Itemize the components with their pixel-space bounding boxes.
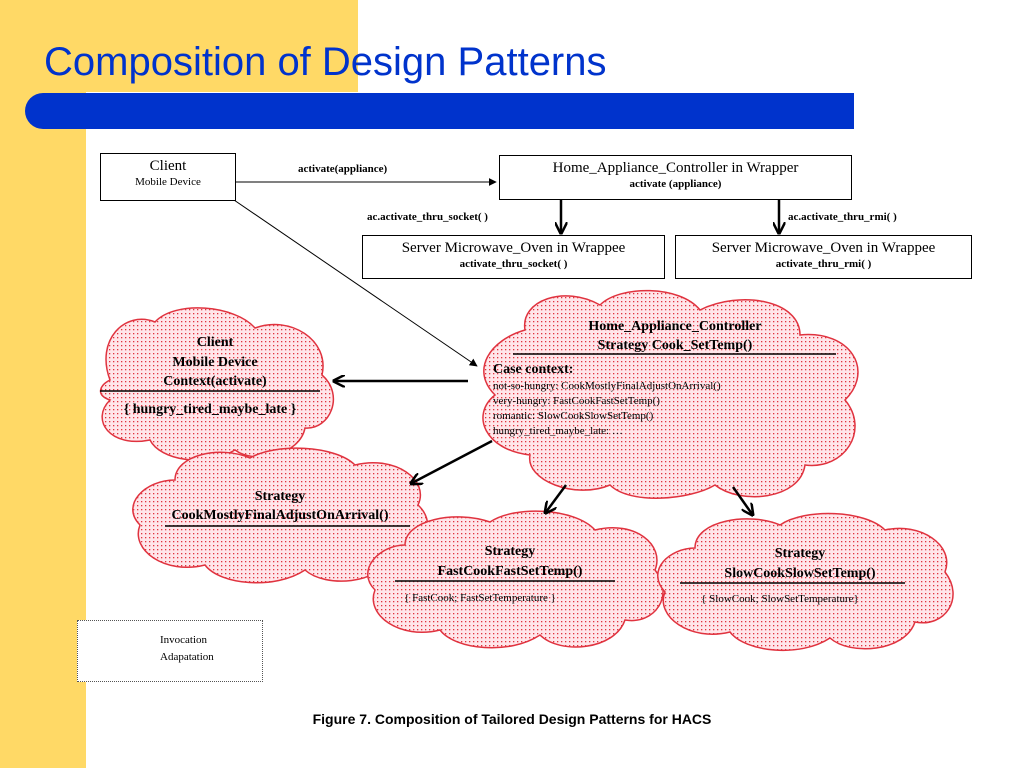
client-box-title: Client bbox=[149, 158, 187, 174]
socket-wrappee-box: Server Microwave_Oven in Wrappee activat… bbox=[362, 235, 665, 279]
mostly-strategy-line2: CookMostlyFinalAdjustOnArrival() bbox=[171, 508, 389, 523]
cloud-slow-strategy bbox=[657, 512, 954, 652]
slow-strategy-line2: SlowCookSlowSetTemp() bbox=[724, 566, 876, 581]
cloud-controller-strategy bbox=[482, 289, 859, 499]
top-accent-patch bbox=[0, 0, 358, 92]
client-context-line2: Mobile Device bbox=[172, 355, 258, 370]
slide-title: Composition of Design Patterns bbox=[44, 40, 607, 84]
fast-strategy-line1: Strategy bbox=[484, 544, 536, 559]
cloud-fast-strategy bbox=[367, 510, 664, 649]
legend-box bbox=[77, 620, 263, 682]
controller-box-title: Home_Appliance_Controller in Wrapper bbox=[552, 160, 799, 176]
case-item: romantic: SlowCookSlowSetTemp() bbox=[493, 410, 654, 422]
socket-edge-label: ac.activate_thru_socket( ) bbox=[367, 211, 488, 223]
socket-box-title: Server Microwave_Oven in Wrappee bbox=[401, 240, 626, 256]
client-context-line1: Client bbox=[196, 335, 234, 350]
case-context-title: Case context: bbox=[493, 362, 574, 377]
figure-caption: Figure 7. Composition of Tailored Design… bbox=[312, 711, 712, 727]
rmi-wrappee-box: Server Microwave_Oven in Wrappee activat… bbox=[675, 235, 972, 279]
rmi-box-title: Server Microwave_Oven in Wrappee bbox=[711, 240, 936, 256]
cloud-client-context bbox=[99, 307, 334, 461]
client-context-states: { hungry_tired_maybe_late } bbox=[123, 402, 297, 417]
client-context-line3: Context(activate) bbox=[163, 374, 267, 389]
case-item: not-so-hungry: CookMostlyFinalAdjustOnAr… bbox=[493, 380, 721, 392]
controller-box-subtitle: activate (appliance) bbox=[629, 178, 722, 190]
to-fast-arrow bbox=[546, 484, 568, 512]
client-box-subtitle: Mobile Device bbox=[135, 176, 201, 188]
legend-invocation-label: Invocation bbox=[160, 634, 208, 646]
mostly-strategy-line1: Strategy bbox=[254, 489, 306, 504]
case-item: hungry_tired_maybe_late: … bbox=[493, 425, 623, 437]
legend-adaptation-label: Adapatation bbox=[160, 651, 214, 663]
rmi-edge-label: ac.activate_thru_rmi( ) bbox=[788, 211, 897, 223]
socket-box-subtitle: activate_thru_socket( ) bbox=[459, 258, 568, 270]
controller-strategy-line1: Home_Appliance_Controller bbox=[588, 319, 762, 334]
to-slow-arrow bbox=[731, 486, 752, 514]
client-box: Client Mobile Device bbox=[100, 153, 236, 201]
rmi-box-subtitle: activate_thru_rmi( ) bbox=[775, 258, 872, 270]
slow-strategy-detail: { SlowCook; SlowSetTemperature} bbox=[701, 593, 859, 605]
controller-box: Home_Appliance_Controller in Wrapper act… bbox=[499, 155, 852, 200]
case-item: very-hungry: FastCookFastSetTemp() bbox=[493, 395, 660, 407]
controller-strategy-line2: Strategy Cook_SetTemp() bbox=[597, 338, 753, 353]
slow-strategy-line1: Strategy bbox=[774, 546, 826, 561]
client-to-strategy-arrow bbox=[233, 199, 478, 367]
fast-strategy-detail: { FastCook; FastSetTemperature } bbox=[404, 592, 556, 604]
to-mostly-arrow bbox=[412, 439, 493, 483]
fast-strategy-line2: FastCookFastSetTemp() bbox=[437, 564, 583, 579]
title-underline-bar bbox=[25, 93, 854, 129]
activate-edge-label: activate(appliance) bbox=[298, 163, 388, 175]
